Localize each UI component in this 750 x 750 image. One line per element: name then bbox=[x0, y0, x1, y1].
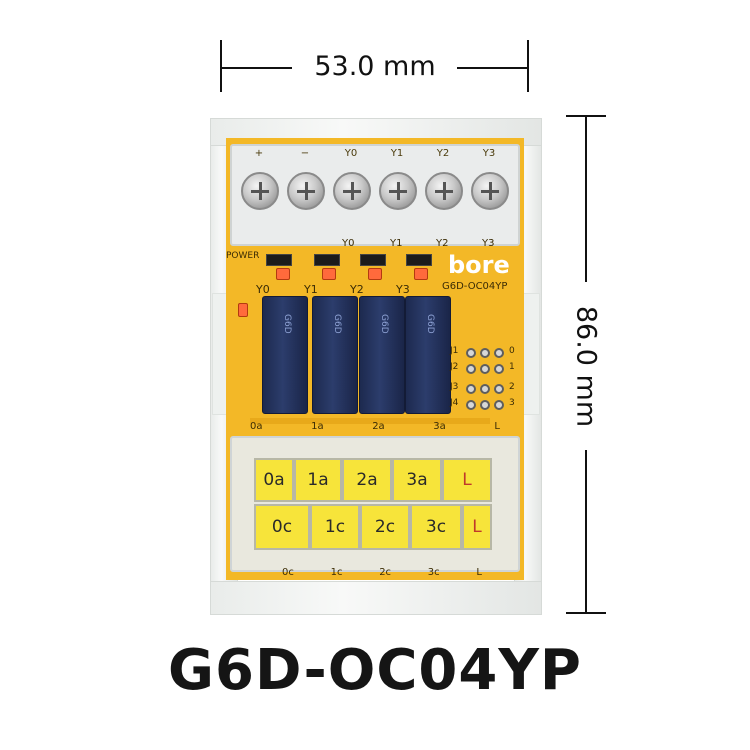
jumper-pin[interactable] bbox=[466, 364, 476, 374]
power-led bbox=[238, 303, 248, 317]
jumper-number: 3 bbox=[509, 398, 515, 408]
relay-1 bbox=[312, 296, 358, 414]
power-label: POWER bbox=[226, 251, 260, 261]
width-dim-left-tick bbox=[220, 40, 222, 92]
jumper-number: 1 bbox=[509, 362, 515, 372]
jumper-pin[interactable] bbox=[480, 400, 490, 410]
height-dim-bottom-tick bbox=[566, 612, 606, 614]
relay-2 bbox=[359, 296, 405, 414]
smd-component bbox=[266, 254, 292, 266]
top-terminal-label: Y3 bbox=[482, 148, 496, 159]
silk-row-top: 0a 1a 2a 3a L bbox=[250, 421, 500, 432]
led-label: Y2 bbox=[350, 283, 364, 296]
led-label: Y0 bbox=[256, 283, 270, 296]
relay-0 bbox=[262, 296, 308, 414]
width-dimension-label: 53.0 mm bbox=[314, 51, 436, 82]
terminal-label-3c[interactable]: 3c bbox=[410, 504, 462, 550]
jumper-pin[interactable] bbox=[466, 384, 476, 394]
rail-bottom-band bbox=[210, 581, 542, 615]
terminal-screw-icon[interactable] bbox=[287, 172, 325, 210]
silk-label: 1a bbox=[311, 421, 324, 432]
relay-model-text: G6D bbox=[379, 314, 389, 334]
jumper-label: J4 bbox=[450, 398, 459, 408]
top-terminal-label: − bbox=[300, 148, 310, 159]
smd-component bbox=[314, 254, 340, 266]
top-terminal-label: + bbox=[254, 148, 264, 159]
brand-logo: bore bbox=[448, 251, 510, 279]
jumper-pin[interactable] bbox=[480, 364, 490, 374]
jumper-label: J1 bbox=[450, 346, 459, 356]
status-led bbox=[368, 268, 382, 280]
board-model-label: G6D-OC04YP bbox=[442, 281, 508, 292]
terminal-label-3a[interactable]: 3a bbox=[392, 458, 442, 502]
top-terminal-label: Y1 bbox=[390, 148, 404, 159]
jumper-number: 2 bbox=[509, 382, 515, 392]
pcb-trace bbox=[250, 418, 490, 424]
height-dim-line-bottom bbox=[585, 450, 587, 612]
terminal-label-2c[interactable]: 2c bbox=[360, 504, 410, 550]
jumper-pin[interactable] bbox=[466, 348, 476, 358]
silk-terminal-y2: Y2 bbox=[436, 238, 449, 249]
jumper-number: 0 bbox=[509, 346, 515, 356]
relay-3 bbox=[405, 296, 451, 414]
terminal-label-l-bottom[interactable]: L bbox=[462, 504, 492, 550]
terminal-label-2a[interactable]: 2a bbox=[342, 458, 392, 502]
smd-component bbox=[360, 254, 386, 266]
silk-label: 3a bbox=[433, 421, 446, 432]
silk-terminal-y1: Y1 bbox=[390, 238, 403, 249]
jumper-pin[interactable] bbox=[480, 348, 490, 358]
silk-terminal-y0: Y0 bbox=[342, 238, 355, 249]
height-dimension-label: 86.0 mm bbox=[570, 305, 602, 428]
top-terminal-label: Y0 bbox=[344, 148, 358, 159]
silk-label: 0c bbox=[282, 567, 294, 578]
jumper-pin[interactable] bbox=[494, 384, 504, 394]
jumper-label: J2 bbox=[450, 362, 459, 372]
jumper-pin[interactable] bbox=[466, 400, 476, 410]
top-terminal-labels: + − Y0 Y1 Y2 Y3 bbox=[236, 148, 512, 162]
terminal-label-0c[interactable]: 0c bbox=[254, 504, 310, 550]
led-label: Y1 bbox=[304, 283, 318, 296]
relay-model-text: G6D bbox=[332, 314, 342, 334]
silk-label: 0a bbox=[250, 421, 263, 432]
silk-terminal-y3: Y3 bbox=[482, 238, 495, 249]
width-dim-line-right bbox=[457, 67, 527, 69]
jumper-pin[interactable] bbox=[494, 400, 504, 410]
silk-label: 3c bbox=[427, 567, 440, 578]
jumper-pin[interactable] bbox=[494, 348, 504, 358]
silk-row-bottom: 0c 1c 2c 3c L bbox=[282, 567, 482, 578]
status-led bbox=[322, 268, 336, 280]
terminal-screw-icon[interactable] bbox=[333, 172, 371, 210]
jumper-pin[interactable] bbox=[480, 384, 490, 394]
model-name: G6D-OC04YP bbox=[168, 638, 582, 703]
silk-label: L bbox=[476, 567, 482, 578]
silk-label: 1c bbox=[330, 567, 343, 578]
status-led bbox=[414, 268, 428, 280]
led-label: Y3 bbox=[396, 283, 410, 296]
relay-model-text: G6D bbox=[425, 314, 435, 334]
top-terminal-label: Y2 bbox=[436, 148, 450, 159]
relay-module: + − Y0 Y1 Y2 Y3 POWER Y0 Y1 Y2 Y3 Y0 Y1 … bbox=[210, 118, 542, 615]
terminal-screw-icon[interactable] bbox=[379, 172, 417, 210]
smd-component bbox=[406, 254, 432, 266]
terminal-label-1c[interactable]: 1c bbox=[310, 504, 360, 550]
terminal-screw-icon[interactable] bbox=[425, 172, 463, 210]
terminal-label-l-top[interactable]: L bbox=[442, 458, 492, 502]
relay-model-text: G6D bbox=[282, 314, 292, 334]
terminal-label-1a[interactable]: 1a bbox=[294, 458, 342, 502]
terminal-screw-icon[interactable] bbox=[241, 172, 279, 210]
jumper-label: J3 bbox=[450, 382, 459, 392]
width-dim-right-tick bbox=[527, 40, 529, 92]
width-dim-line-left bbox=[222, 67, 292, 69]
silk-label: 2a bbox=[372, 421, 385, 432]
height-dim-line-top bbox=[585, 116, 587, 282]
status-led bbox=[276, 268, 290, 280]
silk-label: 2c bbox=[379, 567, 392, 578]
jumper-pin[interactable] bbox=[494, 364, 504, 374]
terminal-label-0a[interactable]: 0a bbox=[254, 458, 294, 502]
silk-label: L bbox=[494, 421, 500, 432]
terminal-screw-icon[interactable] bbox=[471, 172, 509, 210]
